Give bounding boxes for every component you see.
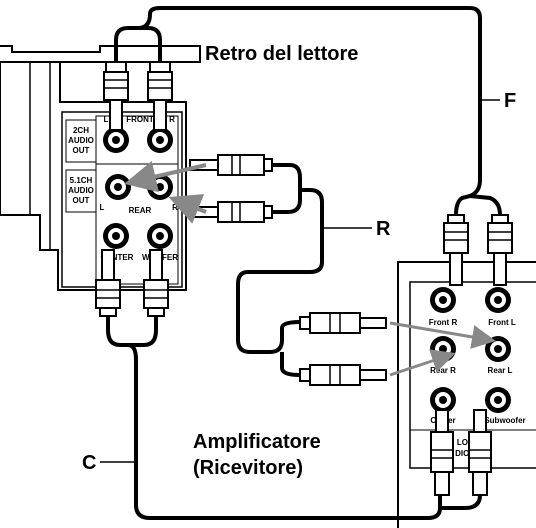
player-jack-front-l	[103, 127, 129, 153]
amp-label-rear-l: Rear L	[488, 366, 513, 375]
arrow-rear-l	[124, 161, 207, 193]
jack-r-label: R	[169, 115, 175, 124]
label-2ch: 2CH	[73, 126, 89, 135]
player-jack-rear-l	[105, 174, 131, 200]
jack-r2-label: R	[172, 203, 178, 212]
cable-f	[114, 6, 502, 216]
label-player-rear: Retro del lettore	[205, 43, 358, 65]
label-2ch-out: OUT	[73, 146, 90, 155]
arrow-rear-r	[168, 194, 207, 224]
player-jack-woofer	[147, 223, 173, 249]
amp-jack-front-l	[485, 287, 511, 313]
amp-label-subwoofer: Subwoofer	[484, 416, 525, 425]
jack-front-label: FRONT	[126, 115, 154, 124]
label-cable-r: R	[376, 218, 391, 240]
label-2ch-audio: AUDIO	[68, 136, 94, 145]
amp-jack-center	[430, 387, 456, 413]
jack-l2-label: L	[100, 203, 105, 212]
label-51ch-out: OUT	[73, 196, 90, 205]
player-jack-front-r	[147, 127, 173, 153]
label-51ch-audio: AUDIO	[68, 186, 94, 195]
plug-c-right	[143, 249, 169, 317]
arrow-amp-front-l	[389, 321, 496, 349]
plug-f-amp-left	[443, 214, 469, 286]
label-51ch: 5.1CH	[70, 176, 93, 185]
jack-rear-label: REAR	[129, 206, 152, 215]
plug-c-amp-right	[468, 409, 492, 496]
jack-l-label: L	[104, 115, 109, 124]
jack-center-label: CENTER	[101, 253, 134, 262]
amp-label-rear-r: Rear R	[430, 366, 456, 375]
label-cable-c: C	[82, 452, 96, 474]
plug-r-amp-bottom	[299, 364, 387, 386]
label-cable-f: F	[504, 90, 516, 112]
amplifier-body	[397, 261, 536, 528]
plug-r-amp-top	[299, 312, 387, 334]
arrow-amp-rear-r	[389, 349, 456, 377]
player-jack-center	[103, 223, 129, 249]
plug-f-left	[103, 61, 129, 131]
player-body	[0, 45, 201, 291]
plug-f-right	[147, 61, 173, 131]
plug-f-amp-right	[487, 214, 513, 286]
amp-label-front-r: Front R	[429, 318, 458, 327]
label-amplifier: Amplificatore	[193, 431, 321, 453]
amp-jack-subwoofer	[485, 387, 511, 413]
label-receiver: (Ricevitore)	[193, 457, 303, 479]
amp-label-front-l: Front L	[488, 318, 516, 327]
cable-r	[236, 163, 324, 377]
plug-c-amp-left	[430, 409, 454, 496]
plug-c-left	[95, 249, 121, 317]
amp-jack-front-r	[430, 287, 456, 313]
cable-c	[106, 316, 482, 520]
